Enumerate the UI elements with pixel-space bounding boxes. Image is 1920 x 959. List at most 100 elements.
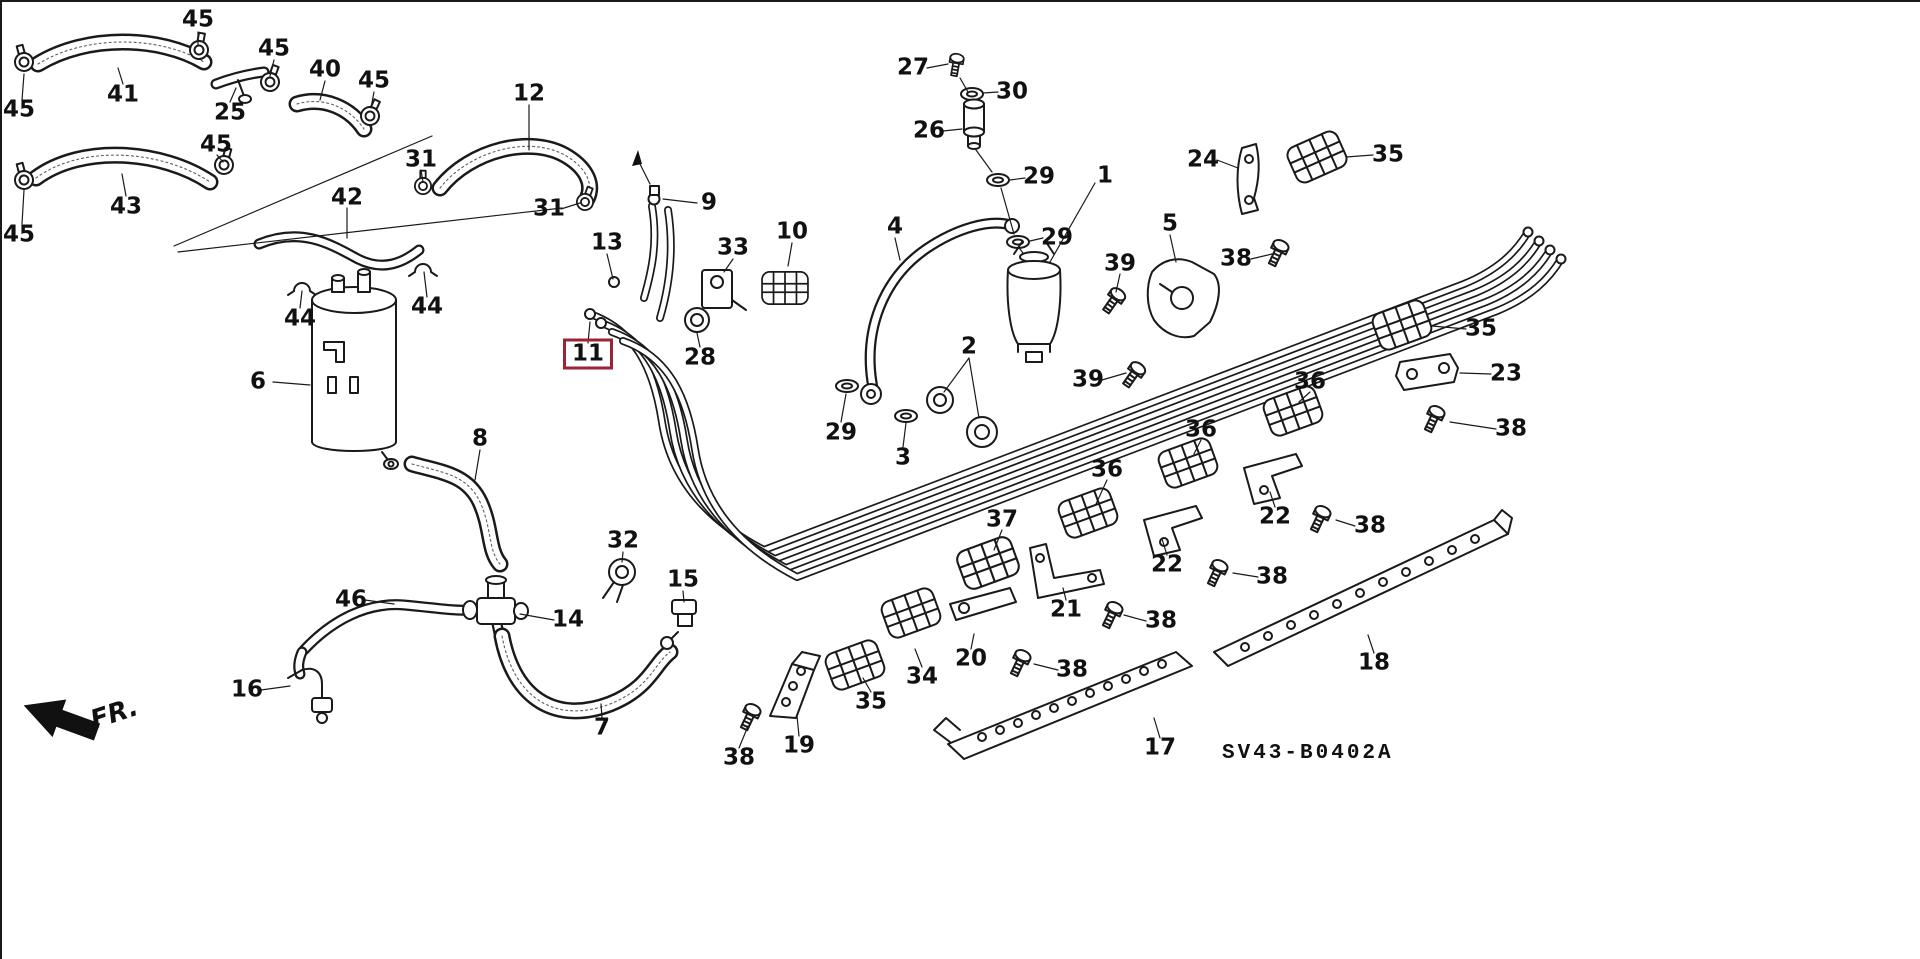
hose-4: [860, 219, 1020, 405]
hose-42: [259, 237, 419, 265]
part-callout-45[interactable]: 45: [2, 96, 36, 123]
part-callout-21[interactable]: 21: [1049, 596, 1083, 623]
rail-17: [933, 651, 1193, 760]
part-callout-38[interactable]: 38: [1353, 512, 1387, 539]
part-callout-5[interactable]: 5: [1161, 210, 1179, 237]
part-callout-46[interactable]: 46: [334, 586, 368, 613]
hose-40: [297, 102, 364, 129]
part-callout-44[interactable]: 44: [410, 293, 444, 320]
part-callout-4[interactable]: 4: [886, 213, 904, 240]
bracket-20: [949, 587, 1017, 621]
hose-7: [502, 636, 670, 711]
part-callout-45[interactable]: 45: [257, 35, 291, 62]
part-callout-36[interactable]: 36: [1184, 416, 1218, 443]
part-callout-8[interactable]: 8: [471, 425, 489, 452]
part-callout-33[interactable]: 33: [716, 234, 750, 261]
part-callout-7[interactable]: 7: [593, 714, 611, 741]
part-callout-22[interactable]: 22: [1258, 503, 1292, 530]
part-callout-29[interactable]: 29: [1022, 163, 1056, 190]
part-callout-44[interactable]: 44: [283, 305, 317, 332]
part-callout-25[interactable]: 25: [213, 99, 247, 126]
grommet-28: [684, 307, 710, 333]
part-callout-38[interactable]: 38: [1055, 656, 1089, 683]
bracket-22b: [1143, 505, 1203, 557]
part-callout-30[interactable]: 30: [995, 78, 1029, 105]
part-callout-22[interactable]: 22: [1150, 551, 1184, 578]
part-callout-38[interactable]: 38: [1255, 563, 1289, 590]
part-callout-45[interactable]: 45: [199, 131, 233, 158]
part-callout-35[interactable]: 35: [854, 688, 888, 715]
part-callout-43[interactable]: 43: [109, 193, 143, 220]
part-callout-37[interactable]: 37: [985, 506, 1019, 533]
part-callout-26[interactable]: 26: [912, 117, 946, 144]
part-callout-1[interactable]: 1: [1096, 162, 1114, 189]
rail-18: [1213, 509, 1513, 667]
pipe-clamp-35-bottom: [822, 636, 888, 694]
part-callout-13[interactable]: 13: [590, 229, 624, 256]
part-callout-31[interactable]: 31: [532, 195, 566, 222]
bracket-24: [1236, 143, 1260, 215]
part-callout-12[interactable]: 12: [512, 80, 546, 107]
part-callout-2[interactable]: 2: [960, 333, 978, 360]
part-callout-31[interactable]: 31: [404, 146, 438, 173]
hose-8: [412, 464, 500, 564]
part-callout-19[interactable]: 19: [782, 732, 816, 759]
part-callout-20[interactable]: 20: [954, 645, 988, 672]
bracket-33: [701, 269, 747, 311]
bracket-23: [1395, 353, 1459, 391]
part-callout-40[interactable]: 40: [308, 56, 342, 83]
part-callout-29[interactable]: 29: [824, 419, 858, 446]
leader-lines: [21, 31, 1497, 749]
part-callout-29[interactable]: 29: [1040, 224, 1074, 251]
fr-label: FR.: [87, 692, 142, 735]
part-callout-15[interactable]: 15: [666, 566, 700, 593]
part-callout-38[interactable]: 38: [722, 744, 756, 771]
bracket-19: [769, 651, 821, 719]
part-callout-45[interactable]: 45: [357, 67, 391, 94]
hose-12: [440, 146, 590, 199]
part-callout-38[interactable]: 38: [1494, 415, 1528, 442]
bracket-5: [1146, 258, 1220, 339]
part-callout-27[interactable]: 27: [896, 54, 930, 81]
pipe-clamp-10: [761, 271, 809, 305]
joint-16: [287, 652, 333, 724]
part-callout-34[interactable]: 34: [905, 663, 939, 690]
fuel-filter-assembly: [946, 51, 1062, 363]
bracket-22a: [1243, 453, 1303, 505]
part-callout-45[interactable]: 45: [2, 221, 36, 248]
valve-14: [462, 575, 529, 638]
part-callout-35[interactable]: 35: [1464, 315, 1498, 342]
pipe-clamp-35-right: [1369, 296, 1435, 354]
part-callout-36[interactable]: 36: [1090, 456, 1124, 483]
part-callout-14[interactable]: 14: [551, 606, 585, 633]
part-callout-39[interactable]: 39: [1103, 250, 1137, 277]
joint-15: [660, 599, 697, 650]
hose-41: [38, 42, 204, 64]
part-callout-35[interactable]: 35: [1371, 141, 1405, 168]
fr-direction-arrow: FR.: [23, 692, 142, 741]
part-callout-39[interactable]: 39: [1071, 366, 1105, 393]
part-callout-16[interactable]: 16: [230, 676, 264, 703]
pipe-clamp-37: [953, 533, 1023, 593]
part-callout-32[interactable]: 32: [606, 527, 640, 554]
part-callout-28[interactable]: 28: [683, 344, 717, 371]
part-callout-38[interactable]: 38: [1144, 607, 1178, 634]
part-callout-45[interactable]: 45: [181, 6, 215, 33]
part-callout-9[interactable]: 9: [700, 189, 718, 216]
part-callout-36[interactable]: 36: [1293, 368, 1327, 395]
part-callout-17[interactable]: 17: [1143, 734, 1177, 761]
part-callout-38[interactable]: 38: [1219, 245, 1253, 272]
part-callout-10[interactable]: 10: [775, 218, 809, 245]
part-callout-24[interactable]: 24: [1186, 146, 1220, 173]
pipe-clamp-34: [878, 584, 944, 642]
part-callout-3[interactable]: 3: [894, 444, 912, 471]
hose-46: [304, 605, 470, 650]
part-callout-6[interactable]: 6: [249, 368, 267, 395]
part-callout-23[interactable]: 23: [1489, 360, 1523, 387]
part-callout-18[interactable]: 18: [1357, 649, 1391, 676]
part-callout-42[interactable]: 42: [330, 184, 364, 211]
part-callout-41[interactable]: 41: [106, 81, 140, 108]
part-callout-11[interactable]: 11: [562, 338, 614, 370]
